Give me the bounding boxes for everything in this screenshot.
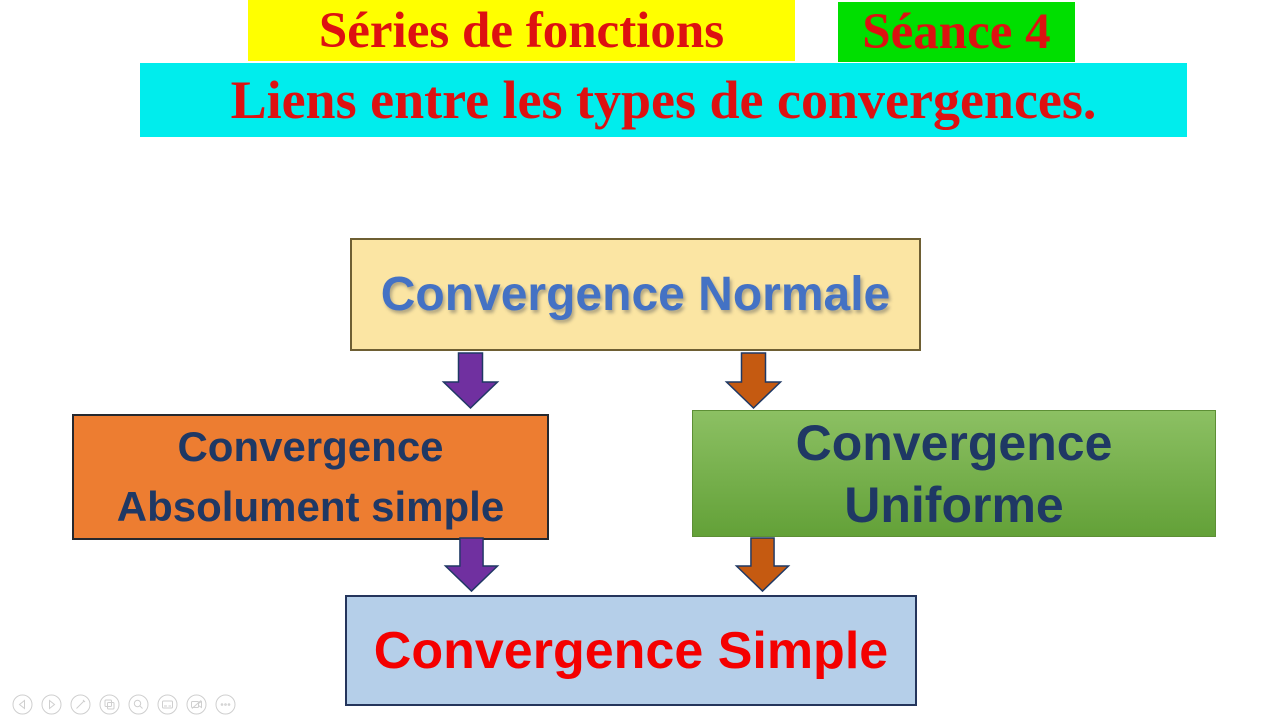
arrow-normale-to-uniforme (724, 352, 783, 410)
node-convergence-simple: Convergence Simple (345, 595, 917, 706)
node-absolument-line2: Absolument simple (116, 483, 505, 530)
session-badge: Séance 4 (838, 2, 1075, 62)
node-uniforme-line1: Convergence (795, 414, 1113, 471)
see-all-slides-icon[interactable] (99, 694, 120, 715)
session-badge-text: Séance 4 (862, 4, 1051, 60)
node-convergence-normale-label: Convergence Normale (380, 268, 891, 321)
more-options-icon[interactable] (215, 694, 236, 715)
slide-title: Séries de fonctions (248, 0, 795, 61)
arrow-uniforme-to-simple (734, 537, 791, 593)
captions-icon[interactable] (157, 694, 178, 715)
pen-icon[interactable] (70, 694, 91, 715)
arrow-normale-to-absolument (441, 352, 500, 410)
node-convergence-uniforme: Convergence Uniforme (692, 410, 1216, 537)
node-uniforme-line2: Uniforme (844, 476, 1064, 533)
node-convergence-simple-label: Convergence Simple (373, 621, 889, 680)
node-absolument-line1: Convergence (177, 423, 444, 470)
node-convergence-normale: Convergence Normale (350, 238, 921, 351)
arrow-absolument-to-simple (443, 537, 500, 593)
slide-subtitle: Liens entre les types de convergences. (140, 63, 1187, 137)
node-convergence-absolument-simple: Convergence Absolument simple (72, 414, 549, 540)
slide-subtitle-text: Liens entre les types de convergences. (230, 70, 1097, 130)
slide-title-text: Séries de fonctions (318, 2, 725, 59)
presenter-toolbar (12, 694, 236, 715)
zoom-icon[interactable] (128, 694, 149, 715)
previous-slide-icon[interactable] (12, 694, 33, 715)
next-slide-icon[interactable] (41, 694, 62, 715)
camera-off-icon[interactable] (186, 694, 207, 715)
